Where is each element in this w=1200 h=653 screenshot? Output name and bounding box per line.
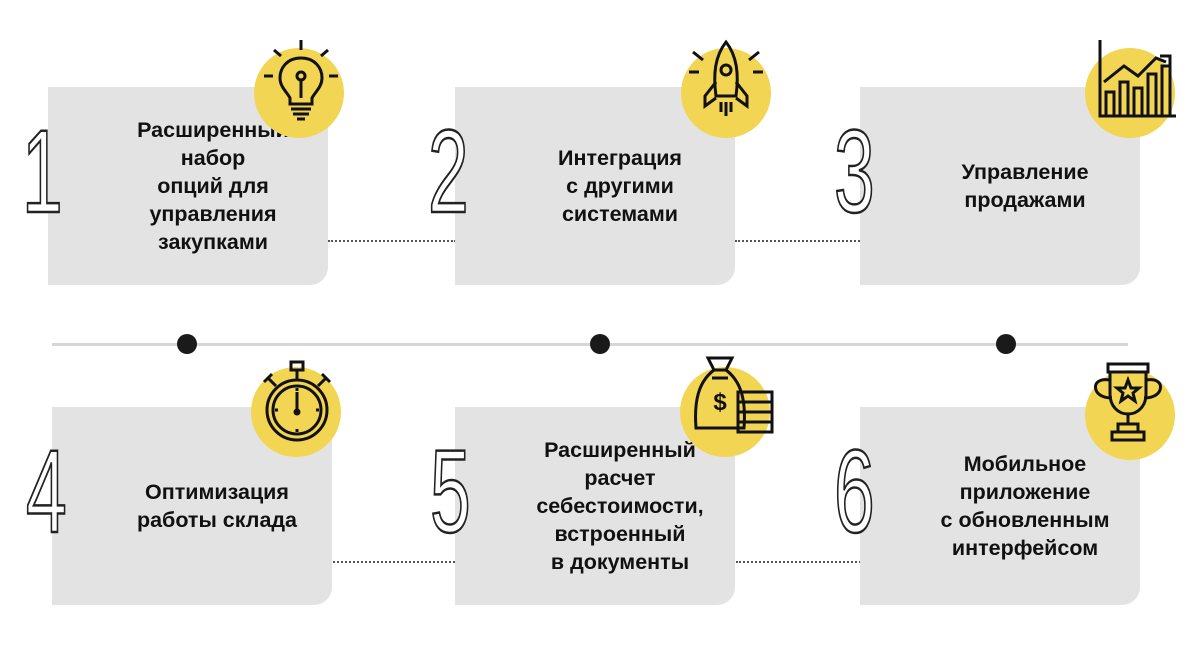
dotted-connector [330, 561, 458, 563]
step-card-2: Интеграция с другими системами [455, 87, 735, 285]
stopwatch-icon [262, 360, 332, 442]
growth-chart-icon [1098, 40, 1176, 118]
step-label: Интеграция с другими системами [558, 146, 682, 226]
step-label: Мобильное приложение с обновленным интер… [940, 452, 1110, 560]
dotted-connector [328, 240, 456, 242]
step-card-4: Оптимизация работы склада [52, 407, 332, 605]
dotted-connector [736, 561, 864, 563]
rocket-icon [689, 39, 763, 116]
step-card-6: Мобильное приложение с обновленным интер… [860, 407, 1140, 605]
dotted-connector [735, 240, 863, 242]
step-label: Оптимизация работы склада [136, 480, 298, 532]
step-label: Расширенный расчет себестоимости, встрое… [536, 438, 704, 574]
step-label: Расширенный набор опций для управления з… [137, 118, 289, 254]
money-bag-icon: $ [694, 356, 774, 434]
timeline-node [177, 334, 197, 354]
step-number: 6 [833, 426, 875, 558]
step-number: 4 [25, 426, 67, 558]
step-number: 1 [21, 106, 63, 238]
step-label: Управление продажами [961, 160, 1089, 212]
icon-badge [254, 48, 344, 138]
step-number: 5 [429, 426, 471, 558]
step-card-5: Расширенный расчет себестоимости, встрое… [455, 407, 735, 605]
step-number: 3 [833, 106, 875, 238]
timeline-node [590, 334, 610, 354]
svg-text:$: $ [713, 389, 727, 416]
trophy-icon [1094, 362, 1162, 442]
timeline-node [996, 334, 1016, 354]
icon-badge [681, 48, 771, 138]
step-number: 2 [427, 106, 469, 238]
lightbulb-icon [264, 40, 338, 121]
